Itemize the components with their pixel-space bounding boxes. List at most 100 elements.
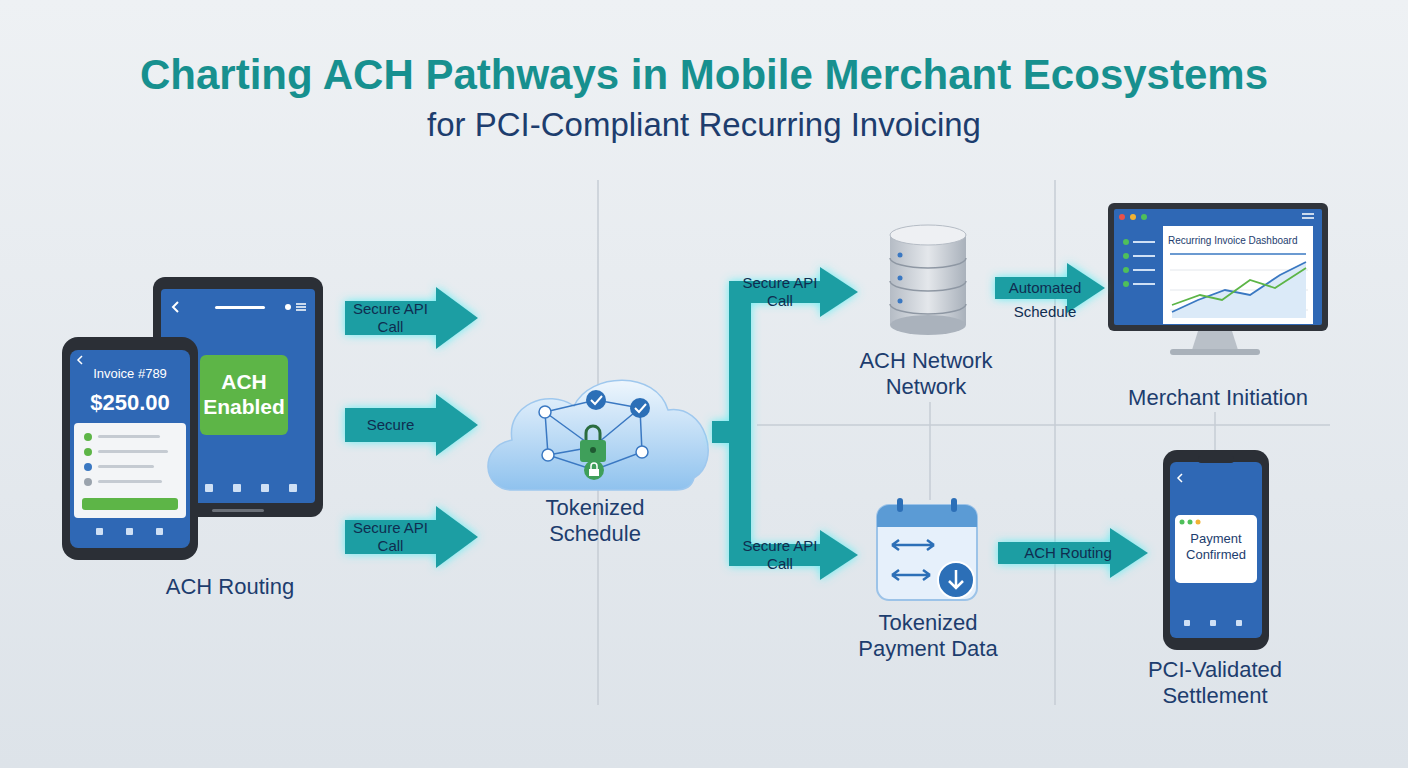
monitor-node: Merchant InitiationRecurring Invoice Das…: [1105, 200, 1331, 415]
node-label: Payment Confirmed: [1177, 531, 1255, 563]
arrow-label: Secure API Call: [740, 274, 820, 310]
nav-icon: [205, 484, 213, 492]
calendar-ring: [897, 498, 903, 512]
sync-badge: [938, 562, 974, 598]
check-badge: [586, 390, 606, 410]
node-label: Tokenized Payment Data: [848, 610, 1008, 662]
dashboard-panel: Recurring Invoice Dashboard: [1163, 226, 1313, 324]
network-point: [636, 446, 648, 458]
phone-screen: [70, 350, 190, 548]
monitor-frame: [1108, 203, 1328, 331]
lock-shackle: [586, 426, 600, 440]
home-indicator: [212, 509, 264, 512]
check-badge: [630, 398, 650, 418]
flow-arrow: [345, 408, 448, 442]
back-chevron: [1178, 474, 1182, 482]
arrow-label: Secure API Call: [351, 300, 431, 336]
sidebar-lines: [1133, 242, 1155, 284]
phone-body: [62, 337, 198, 560]
nav-icon: [1184, 620, 1190, 626]
flow-arrow: [345, 520, 448, 554]
node-label: $250.00: [72, 390, 188, 416]
ach-badge-fill: [200, 355, 288, 435]
arrow-label: Secure: [351, 416, 431, 434]
database-node: ACH Network Network: [858, 215, 995, 400]
status-dot: [84, 433, 92, 441]
phone-body: [1163, 450, 1269, 650]
text-line: [98, 435, 160, 438]
sidebar-dot: [1123, 239, 1129, 245]
exchange-arrow: [892, 570, 930, 580]
arrow-label: Secure API Call: [740, 537, 820, 573]
check-mark: [635, 404, 646, 412]
node-label: Invoice #789: [72, 366, 188, 382]
nav-icon: [156, 528, 163, 535]
node-label: ACH Enabled: [200, 369, 288, 419]
device-group: ACH Routing Invoice #789 $250.00 ACH Enable…: [55, 270, 345, 610]
monitor-stand: [1192, 331, 1238, 350]
database-base: [890, 315, 966, 335]
nav-icon: [1210, 620, 1216, 626]
settlement-phone-illustration: [1163, 450, 1269, 650]
cloud-shape: [488, 380, 708, 490]
flow-arrow: [345, 301, 448, 335]
nav-icon: [289, 484, 297, 492]
status-dot: [84, 463, 92, 471]
tablet-icon: [285, 304, 291, 310]
nav-icon: [1236, 620, 1242, 626]
node-label: PCI-Validated Settlement: [1130, 657, 1300, 709]
database-bands: [890, 258, 966, 314]
dashboard-panel-fill: [1163, 226, 1313, 324]
divider-line: [1054, 180, 1056, 705]
tablet-header-bar: [215, 306, 265, 309]
node-label: ACH Routing: [130, 574, 330, 600]
invoice-panel: [74, 423, 186, 518]
pay-button: [82, 498, 178, 510]
lock-badge: [584, 460, 604, 480]
database-top: [890, 225, 966, 245]
window-dot: [1130, 214, 1136, 220]
card-dot: [1196, 520, 1201, 525]
keyhole: [590, 447, 596, 453]
database-light: [898, 253, 903, 258]
connector-group: [345, 288, 1121, 555]
confirmation-card-fill: [1175, 515, 1257, 583]
text-line: [98, 465, 154, 468]
phone-node: PCI-Validated SettlementPayment Confirme…: [1148, 448, 1283, 710]
sync-arrow: [949, 570, 963, 588]
window-dot: [1119, 214, 1125, 220]
calendar-ring: [951, 498, 957, 512]
calendar-node: Tokenized Payment Data: [858, 495, 998, 665]
nav-icon: [96, 528, 103, 535]
cloud-illustration: [488, 380, 708, 490]
network-point: [539, 406, 551, 418]
node-label: Tokenized Schedule: [515, 495, 675, 547]
back-chevron: [78, 356, 82, 364]
text-line: [98, 450, 168, 453]
panel-rule: [1170, 253, 1306, 255]
nav-icon: [233, 484, 241, 492]
arrow-label: ACH Routing: [1003, 544, 1133, 562]
menu-icon: [1302, 214, 1314, 218]
node-label: Recurring Invoice Dashboard: [1168, 234, 1308, 247]
network-links: [545, 400, 642, 470]
sidebar-dot: [1123, 253, 1129, 259]
check-mark: [591, 396, 602, 404]
back-chevron: [173, 302, 178, 312]
exchange-arrow: [892, 540, 934, 550]
confirmation-card: Payment Confirmed: [1175, 515, 1257, 583]
lock-body: [580, 440, 606, 462]
monitor-base: [1170, 349, 1260, 355]
window-dot: [1141, 214, 1147, 220]
divider-line: [757, 424, 1330, 426]
ach-badge: ACH Enabled: [200, 355, 288, 435]
chart-area: [1172, 262, 1306, 318]
card-dot: [1188, 520, 1193, 525]
nav-icon: [126, 528, 133, 535]
calendar-body: [877, 505, 977, 600]
card-dot: [1180, 520, 1185, 525]
subtitle: for PCI-Compliant Recurring Invoicing: [0, 105, 1408, 145]
phone-illustration: [62, 337, 198, 560]
calendar-illustration: [877, 498, 977, 600]
